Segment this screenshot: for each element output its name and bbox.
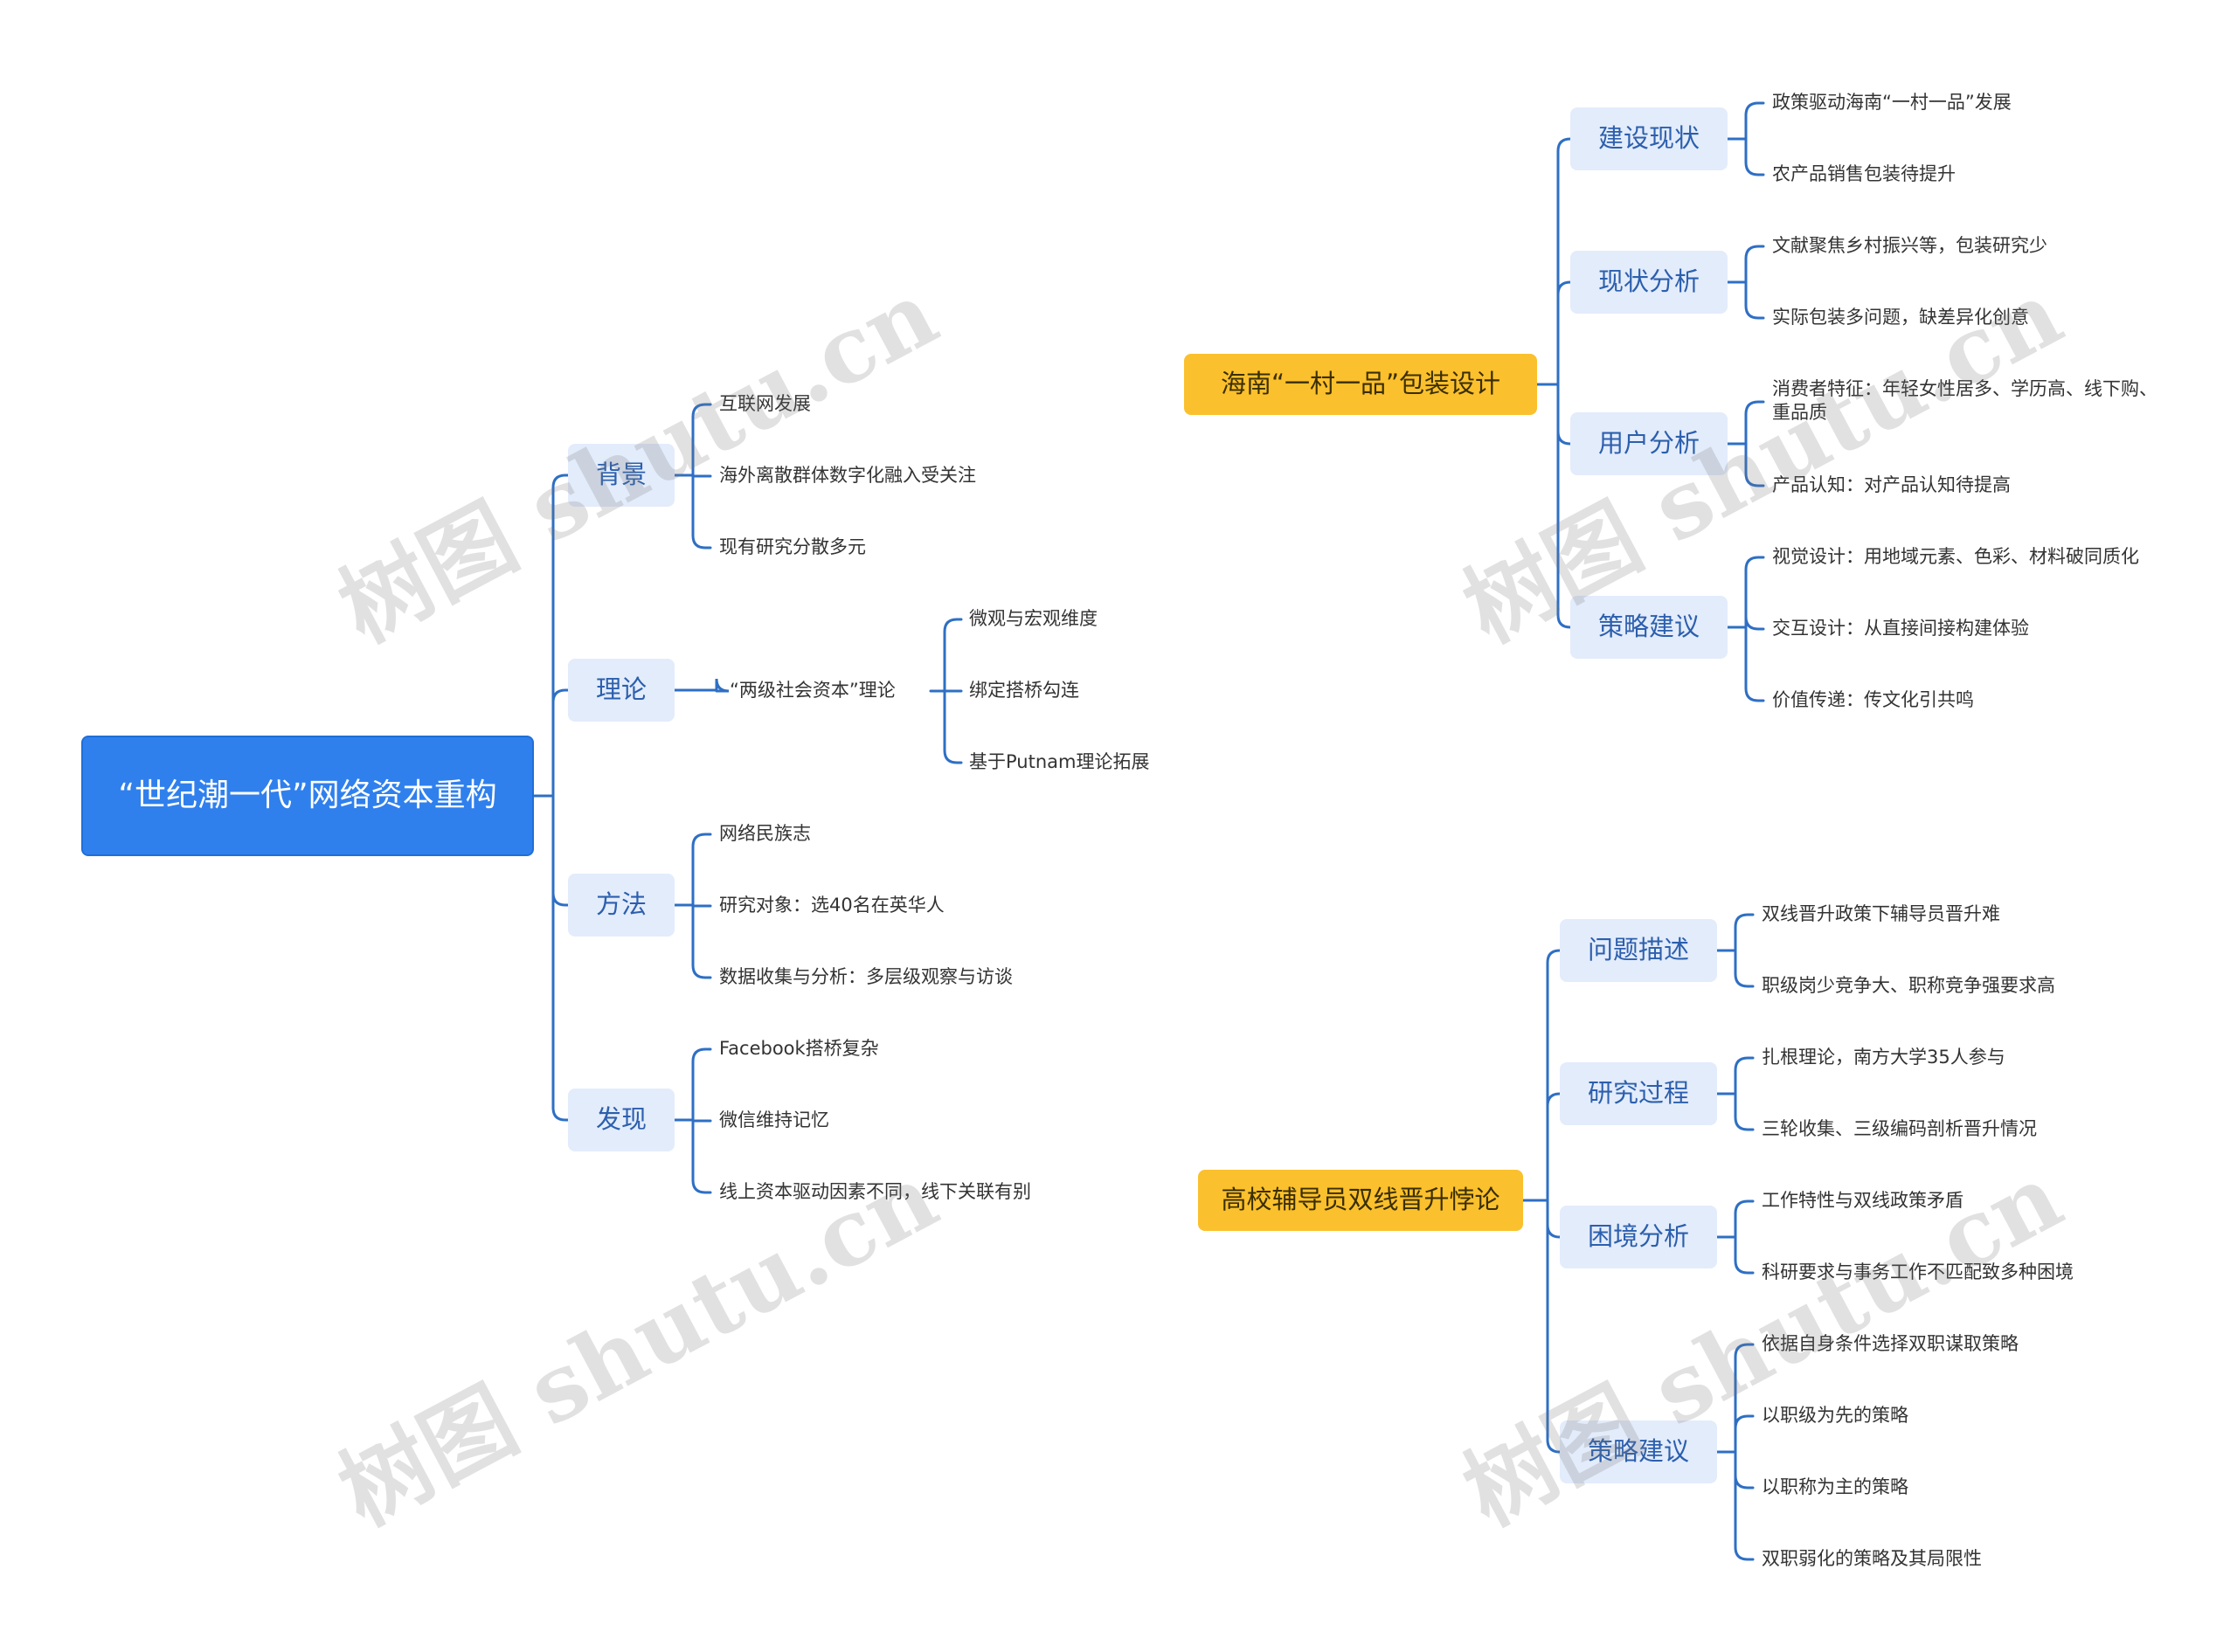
connector-line — [1734, 1343, 1755, 1454]
connector-line — [551, 794, 570, 907]
leaf-grounded-theory[interactable]: 扎根理论，南方大学35人参与 — [1762, 1047, 2005, 1068]
branch-status-analysis[interactable]: 现状分析 — [1570, 251, 1728, 314]
root-node-network-capital[interactable]: “世纪潮一代”网络资本重构 — [81, 736, 534, 856]
leaf-literature-focus[interactable]: 文献聚焦乡村振兴等，包装研究少 — [1772, 235, 2047, 256]
leaf-rank-first[interactable]: 以职级为先的策略 — [1762, 1405, 1908, 1426]
branch-user-analysis[interactable]: 用户分析 — [1570, 412, 1728, 475]
leaf-choose-strategy[interactable]: 依据自身条件选择双职谋取策略 — [1762, 1333, 2019, 1354]
connector-line — [1744, 616, 1765, 631]
leaf-research-mismatch[interactable]: 科研要求与事务工作不匹配致多种困境 — [1762, 1261, 2074, 1282]
leaf-policy-driven[interactable]: 政策驱动海南“一村一品”发展 — [1772, 92, 2012, 113]
leaf-internet-development[interactable]: 互联网发展 — [719, 393, 811, 414]
branch-theory[interactable]: 理论 — [568, 659, 675, 722]
connector-line — [1546, 1199, 1562, 1239]
connector-line — [1734, 1414, 1755, 1454]
branch-method[interactable]: 方法 — [568, 874, 675, 937]
connector-line — [1734, 1199, 1755, 1239]
connector-line — [1744, 280, 1765, 320]
leaf-title-first[interactable]: 以职称为主的策略 — [1762, 1476, 1908, 1497]
connector-line — [943, 618, 963, 693]
leaf-interaction-design[interactable]: 交互设计：从直接间接构建体验 — [1772, 618, 2029, 639]
leaf-work-policy-conflict[interactable]: 工作特性与双线政策矛盾 — [1762, 1190, 1963, 1211]
connector-line — [551, 794, 570, 1122]
branch-dilemma-analysis[interactable]: 困境分析 — [1560, 1206, 1717, 1268]
connector-line — [691, 403, 712, 477]
connector-line — [1734, 1450, 1755, 1490]
branch-findings[interactable]: 发现 — [568, 1089, 675, 1151]
branch-strategy-suggestions[interactable]: 策略建议 — [1570, 596, 1728, 659]
connector-line — [1546, 1199, 1562, 1454]
connector-line — [1546, 949, 1562, 1202]
connector-line — [691, 473, 712, 550]
leaf-packaging-improve[interactable]: 农产品销售包装待提升 — [1772, 163, 1956, 184]
connector-line — [1734, 1056, 1755, 1096]
leaf-research-scattered[interactable]: 现有研究分散多元 — [719, 536, 866, 557]
connector-line — [1744, 137, 1765, 176]
leaf-netnography[interactable]: 网络民族志 — [719, 823, 811, 844]
leaf-consumer-traits[interactable]: 消费者特征：年轻女性居多、学历高、线下购、重品质 — [1772, 378, 2157, 423]
root-node-hainan-packaging[interactable]: 海南“一村一品”包装设计 — [1184, 354, 1537, 415]
leaf-value-delivery[interactable]: 价值传递：传文化引共鸣 — [1772, 689, 1974, 710]
leaf-putnam[interactable]: 基于Putnam理论拓展 — [969, 751, 1150, 772]
leaf-wechat[interactable]: 微信维持记忆 — [719, 1109, 829, 1130]
connector-line — [691, 1118, 712, 1194]
leaf-online-offline[interactable]: 线上资本驱动因素不同，线下关联有别 — [719, 1181, 1031, 1202]
leaf-promotion-difficult[interactable]: 双线晋升政策下辅导员晋升难 — [1762, 903, 2000, 924]
connector-line — [1734, 1092, 1755, 1131]
leaf-three-rounds[interactable]: 三轮收集、三级编码剖析晋升情况 — [1762, 1118, 2037, 1139]
leaf-product-cognition[interactable]: 产品认知：对产品认知待提高 — [1772, 474, 2011, 495]
leaf-diaspora-digital[interactable]: 海外离散群体数字化融入受关注 — [719, 465, 976, 486]
theory-two-level-capital[interactable]: “两级社会资本”理论 — [730, 680, 896, 701]
connector-line — [1734, 1450, 1755, 1561]
connector-line — [1744, 626, 1765, 702]
connector-line — [551, 688, 570, 798]
connector-line — [1546, 1092, 1562, 1202]
leaf-research-subjects[interactable]: 研究对象：选40名在英华人 — [719, 895, 945, 916]
connector-line — [1734, 913, 1755, 952]
connector-line — [1556, 383, 1572, 629]
connector-line — [1744, 245, 1765, 284]
root-node-counselor-promotion[interactable]: 高校辅导员双线晋升悖论 — [1198, 1170, 1523, 1231]
connector-line — [1556, 383, 1572, 446]
connector-line — [691, 903, 712, 979]
leaf-packaging-problems[interactable]: 实际包装多问题，缺差异化创意 — [1772, 307, 2029, 328]
connector-line — [691, 1047, 712, 1122]
branch-problem-description[interactable]: 问题描述 — [1560, 919, 1717, 982]
connector-line — [1734, 949, 1755, 988]
leaf-bonding-bridging[interactable]: 绑定搭桥勾连 — [969, 680, 1079, 701]
connector-line — [1744, 400, 1765, 446]
connector-line — [1556, 137, 1572, 386]
connector-line — [1556, 280, 1572, 386]
leaf-data-collection[interactable]: 数据收集与分析：多层级观察与访谈 — [719, 966, 1013, 987]
leaf-dual-weakened[interactable]: 双职弱化的策略及其局限性 — [1762, 1548, 1982, 1569]
branch-research-process[interactable]: 研究过程 — [1560, 1062, 1717, 1125]
branch-construction-status[interactable]: 建设现状 — [1570, 107, 1728, 170]
branch-background[interactable]: 背景 — [568, 444, 675, 507]
connector-line — [943, 689, 963, 764]
connector-line — [551, 473, 570, 798]
branch-strategy-counselor[interactable]: 策略建议 — [1560, 1420, 1717, 1483]
leaf-visual-design[interactable]: 视觉设计：用地域元素、色彩、材料破同质化 — [1772, 546, 2139, 567]
connector-line — [691, 833, 712, 907]
connector-line — [1744, 101, 1765, 141]
connector-line — [1734, 1235, 1755, 1275]
leaf-facebook[interactable]: Facebook搭桥复杂 — [719, 1038, 879, 1059]
connector-line — [715, 678, 730, 693]
connector-line — [1744, 556, 1765, 629]
leaf-competition-high[interactable]: 职级岗少竞争大、职称竞争强要求高 — [1762, 975, 2055, 996]
connector-line — [1744, 442, 1765, 487]
leaf-micro-macro[interactable]: 微观与宏观维度 — [969, 608, 1098, 629]
